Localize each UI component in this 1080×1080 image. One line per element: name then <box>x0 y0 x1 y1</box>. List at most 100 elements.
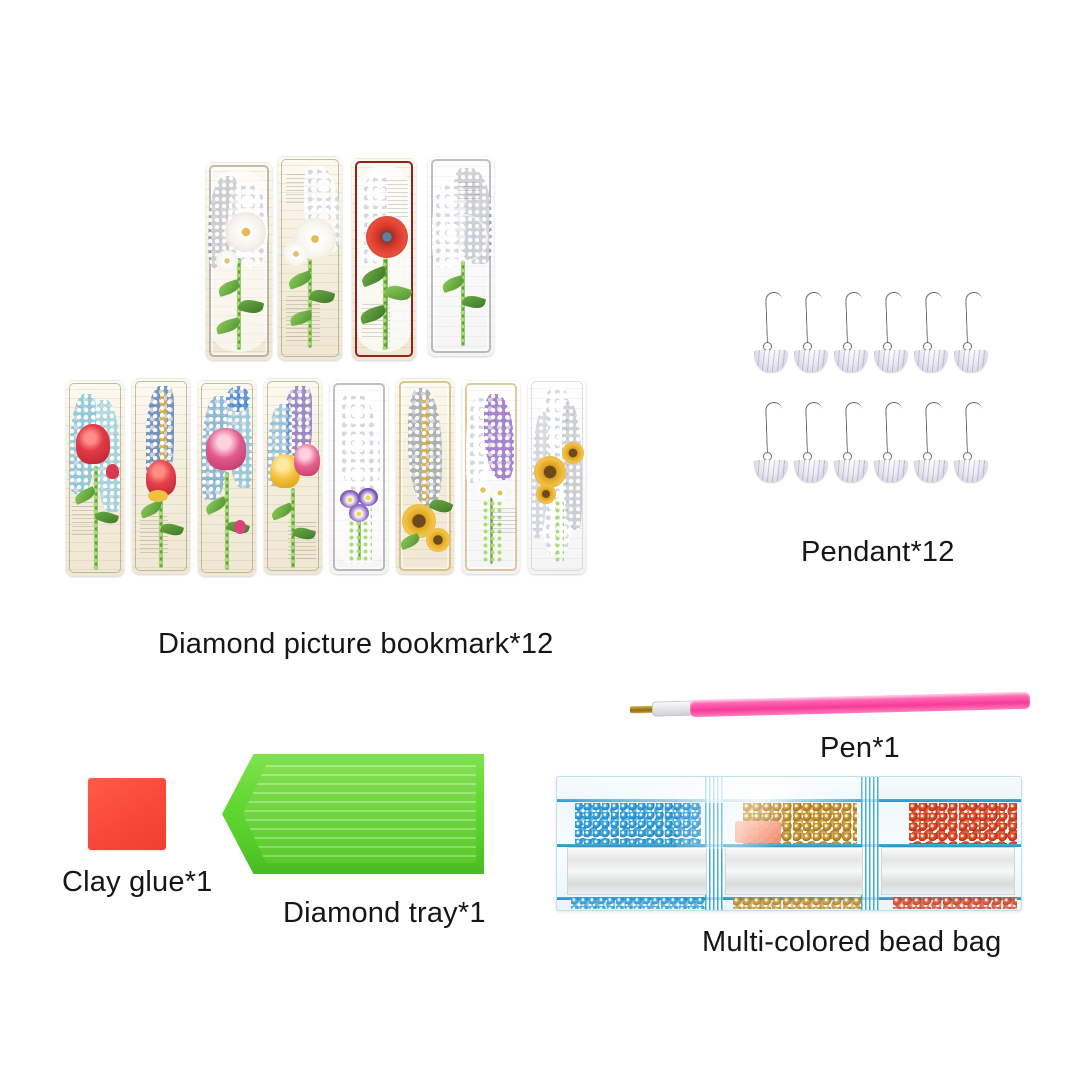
sunflower-head <box>536 484 556 504</box>
sunflower-head <box>426 528 450 552</box>
caption-pen: Pen*1 <box>820 732 901 764</box>
foil-strip <box>881 847 1015 895</box>
stem-bead-overlay <box>289 488 297 568</box>
pendant[interactable] <box>954 291 994 396</box>
bookmark-red-tulip-blue-feather[interactable] <box>66 380 124 576</box>
diamond-tray-group[interactable] <box>222 754 484 874</box>
red-gerbera-head <box>366 216 408 258</box>
bead-compartment-blue <box>575 803 701 844</box>
pendant-fan-charm <box>794 350 828 372</box>
sheet-music-texture <box>492 508 516 534</box>
pendant[interactable] <box>794 401 834 506</box>
bag-seam-mid <box>557 844 1021 847</box>
secondary-daisy <box>216 250 238 272</box>
pink-tulip-head <box>294 444 320 476</box>
bookmark-white-dahlia-grey-feather[interactable] <box>428 156 494 356</box>
bookmark-frame <box>267 381 319 571</box>
caption-diamond-tray: Diamond tray*1 <box>283 897 486 929</box>
blue-dot-cluster <box>226 386 250 412</box>
pendant[interactable] <box>914 401 954 506</box>
foil-strip <box>567 847 707 895</box>
bookmark-purple-feather-white-flowers[interactable] <box>462 380 520 574</box>
bookmark-frame <box>281 159 339 357</box>
daisy-flower-head <box>226 212 266 252</box>
pendant-hook-icon <box>845 401 864 456</box>
bookmark-white-daisy-grey-feather[interactable] <box>206 162 272 360</box>
bookmark-row-2 <box>66 378 614 578</box>
pendant-fan-charm <box>914 460 948 482</box>
pendant-hook-icon <box>765 291 784 346</box>
pendant-fan-charm <box>754 460 788 482</box>
bookmark-row-1 <box>206 156 506 362</box>
bead-spill-red <box>893 897 1017 909</box>
pendant[interactable] <box>794 291 834 396</box>
bookmark-frame <box>135 381 187 571</box>
bookmark-frame-red <box>355 161 413 357</box>
pendant-hook-icon <box>805 401 824 456</box>
diamond-tray-grooves <box>242 764 477 864</box>
stem-bead-overlay <box>381 254 390 350</box>
pendant[interactable] <box>754 401 794 506</box>
pendant[interactable] <box>874 401 914 506</box>
white-feather-sparkle <box>338 392 380 500</box>
pendant-hook-icon <box>845 291 864 346</box>
pendant-hook-icon <box>765 401 784 456</box>
bookmark-frame <box>201 383 253 573</box>
bookmark-white-chrysanthemum-sheet-music[interactable] <box>278 156 342 360</box>
pendant[interactable] <box>954 401 994 506</box>
pendant[interactable] <box>834 401 874 506</box>
pen-group[interactable] <box>629 690 1040 720</box>
pendant-hook-icon <box>965 291 984 346</box>
pendant-hook-icon <box>805 291 824 346</box>
pendant-fan-charm <box>834 350 868 372</box>
bookmark-frame <box>333 383 385 571</box>
caption-pendant: Pendant*12 <box>801 536 955 568</box>
bookmark-pink-tulip-blue-leaves[interactable] <box>198 380 256 576</box>
pendant[interactable] <box>834 291 874 396</box>
pendant[interactable] <box>754 291 794 396</box>
pendant-hook-icon <box>885 401 904 456</box>
stem-bead-overlay <box>554 500 564 562</box>
foil-strip <box>725 847 863 895</box>
caption-clay-glue: Clay glue*1 <box>62 866 213 898</box>
bead-spill-blue <box>571 897 705 909</box>
red-tulip-head <box>76 424 110 464</box>
gold-dot-line <box>422 396 429 502</box>
yellow-accent <box>148 490 168 502</box>
bookmark-white-feather-purple-pansy[interactable] <box>330 380 388 574</box>
secondary-flower <box>284 242 308 266</box>
pendant[interactable] <box>914 291 954 396</box>
bookmark-frame <box>399 381 451 571</box>
bookmark-sunflower-white-feather[interactable] <box>528 378 586 574</box>
clay-glue-block[interactable] <box>88 778 166 850</box>
pendant-fan-charm <box>874 460 908 482</box>
pendant-fan-charm <box>914 350 948 372</box>
dahlia-head <box>442 216 486 260</box>
sunflower-head <box>562 442 584 464</box>
pen-body <box>689 691 1031 718</box>
pendant-hook-icon <box>965 401 984 456</box>
pink-sachet <box>735 821 781 843</box>
bag-seam-top <box>557 799 1021 802</box>
pendant[interactable] <box>874 291 914 396</box>
bookmark-frame <box>531 381 583 571</box>
stem-bead-overlay <box>306 256 314 348</box>
multi-colored-bead-bag[interactable] <box>556 776 1022 911</box>
bookmark-blue-feather-red-tulip[interactable] <box>132 378 190 574</box>
bag-perforation <box>861 777 879 910</box>
pendant-group <box>750 291 998 522</box>
pendant-hook-icon <box>885 291 904 346</box>
stem-bead-overlay <box>482 486 502 564</box>
sunflower-head <box>534 456 566 488</box>
grey-feather-sparkle <box>562 402 582 530</box>
bookmark-frame <box>69 383 121 573</box>
pendant-fan-charm <box>794 460 828 482</box>
pendant-hook-icon <box>925 291 944 346</box>
stem-bead-overlay <box>223 472 231 570</box>
bookmark-yellow-pink-tulips-purple-feather[interactable] <box>264 378 322 574</box>
pendant-fan-charm <box>834 460 868 482</box>
bookmark-grey-feather-sunflower[interactable] <box>396 378 454 574</box>
small-bud <box>234 520 246 534</box>
bag-perforation <box>705 777 723 910</box>
bookmark-red-gerbera[interactable] <box>352 158 416 360</box>
